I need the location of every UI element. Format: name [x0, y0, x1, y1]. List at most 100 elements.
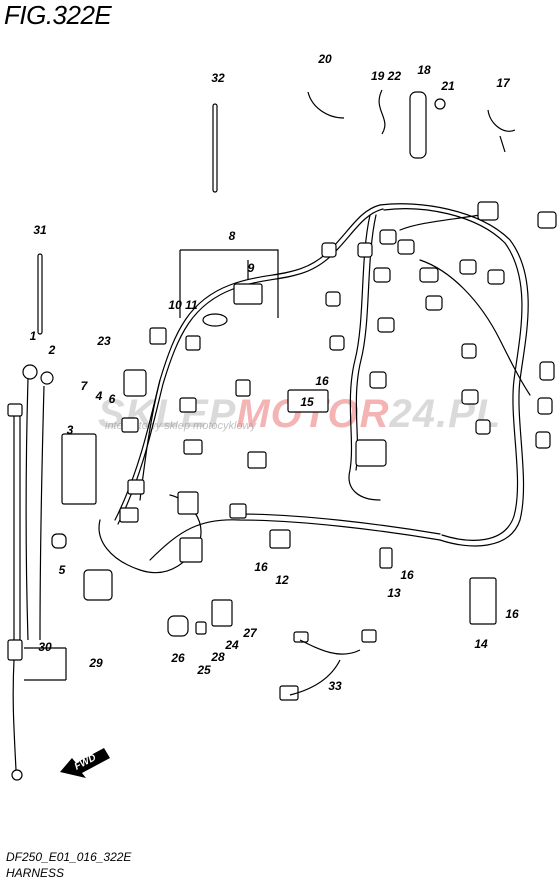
bracket-3 — [61, 433, 97, 505]
callout-25: 25 — [197, 663, 211, 677]
connector-mid-4 — [419, 267, 439, 283]
connector-left-6 — [183, 439, 203, 455]
callout-19-22: 19 22 — [370, 69, 402, 83]
harness-inner-branch — [348, 214, 381, 501]
callout-16b: 16 — [254, 560, 268, 574]
terminal-30 — [7, 403, 23, 417]
callout-18: 18 — [417, 63, 431, 77]
callout-29: 29 — [89, 656, 103, 670]
callout-14: 14 — [474, 637, 488, 651]
battery-cable-1 — [25, 377, 29, 641]
callout-7: 7 — [80, 379, 88, 393]
connector-left-10 — [179, 537, 203, 563]
callout-17: 17 — [496, 76, 510, 90]
battery-terminal-2 — [40, 371, 54, 385]
main-harness-trunk — [114, 204, 381, 521]
connector-large-plug — [83, 569, 113, 601]
part-28 — [195, 621, 207, 635]
figure-title: FIG.322E — [4, 0, 112, 30]
connector-left-11 — [229, 503, 247, 519]
sub-harness-33-plug-1 — [293, 631, 309, 643]
connector-top-1 — [477, 201, 499, 221]
cable-tie-32 — [212, 103, 218, 193]
harness-lower-run — [149, 519, 441, 561]
connector-top-2 — [537, 211, 557, 229]
sub-harness-33-plug-2 — [361, 629, 377, 643]
connector-mid-16 — [475, 419, 491, 435]
callout-8: 8 — [228, 229, 236, 243]
fuse-box-9 — [233, 283, 263, 305]
callout-33: 33 — [328, 679, 342, 693]
clamp-20 — [307, 91, 345, 119]
callout-26: 26 — [171, 651, 185, 665]
connector-left-3 — [123, 369, 147, 397]
connector-bottom-1 — [247, 451, 267, 469]
connector-mid-14 — [461, 389, 479, 405]
watermark: SKLEPMOTOR24.PL — [98, 392, 502, 436]
callout-1: 1 — [29, 329, 37, 343]
callout-20: 20 — [318, 52, 332, 66]
callout-16d: 16 — [505, 607, 519, 621]
harness-lower-run-2 — [239, 513, 441, 535]
connector-mid-6 — [487, 269, 505, 285]
harness-branch-right — [419, 259, 531, 396]
connector-mid-1 — [321, 242, 337, 258]
bracket-12 — [269, 529, 291, 549]
connector-left-1 — [149, 327, 167, 345]
callout-32: 32 — [211, 71, 225, 85]
clip-18 — [409, 91, 427, 159]
part-26 — [167, 615, 189, 637]
clamp-17 — [487, 109, 516, 153]
callout-12: 12 — [275, 573, 289, 587]
connector-mid-10 — [329, 335, 345, 351]
harness-right-loop-2 — [383, 208, 523, 541]
callout-13: 13 — [387, 586, 401, 600]
harness-branch-top — [399, 214, 481, 231]
fwd-arrow — [60, 748, 110, 778]
callout-15: 15 — [300, 395, 314, 409]
callout-5: 5 — [58, 563, 66, 577]
bracket-14 — [469, 577, 497, 625]
sub-harness-33 — [289, 639, 361, 696]
connector-left-7 — [127, 479, 145, 495]
battery-cable-2 — [39, 385, 45, 641]
screw-21 — [434, 98, 446, 110]
connector-left-2 — [185, 335, 201, 351]
connector-mid-15 — [537, 397, 553, 415]
callout-10-11: 10 11 — [168, 298, 198, 312]
callout-21: 21 — [441, 79, 455, 93]
callout-27: 27 — [243, 626, 257, 640]
connector-mid-2 — [357, 242, 373, 258]
callout-24: 24 — [225, 638, 239, 652]
callout-16c: 16 — [400, 568, 414, 582]
callout-4: 4 — [95, 389, 103, 403]
connector-mid-9 — [377, 317, 395, 333]
figure-code: DF250_E01_016_322E — [6, 850, 132, 864]
terminal-30b — [7, 639, 23, 661]
callout-30: 30 — [38, 640, 52, 654]
callout-9: 9 — [247, 261, 255, 275]
bracket-15 — [287, 389, 329, 413]
connector-mid-left — [235, 379, 251, 397]
connector-mid-11 — [461, 343, 477, 359]
battery-terminal-1 — [22, 364, 38, 380]
ground-terminal — [11, 769, 23, 781]
connector-mid-12 — [539, 361, 555, 381]
bracket-24 — [211, 599, 233, 627]
connector-left-5 — [121, 417, 139, 433]
connector-mid-17 — [535, 431, 551, 449]
connector-mid-3 — [373, 267, 391, 283]
callout-31: 31 — [33, 223, 47, 237]
cable-tie-31 — [37, 253, 43, 335]
watermark-tagline: internetowy sklep motocyklowy — [105, 420, 257, 432]
callout-23: 23 — [97, 334, 111, 348]
connector-left-8 — [177, 491, 199, 515]
harness-right-loop — [379, 203, 529, 547]
callout-2: 2 — [48, 343, 56, 357]
callout-6: 6 — [108, 392, 116, 406]
ring-9 — [202, 313, 228, 327]
connector-top-3 — [379, 229, 397, 245]
connector-top-4 — [397, 239, 415, 255]
connector-left-9 — [119, 507, 139, 523]
